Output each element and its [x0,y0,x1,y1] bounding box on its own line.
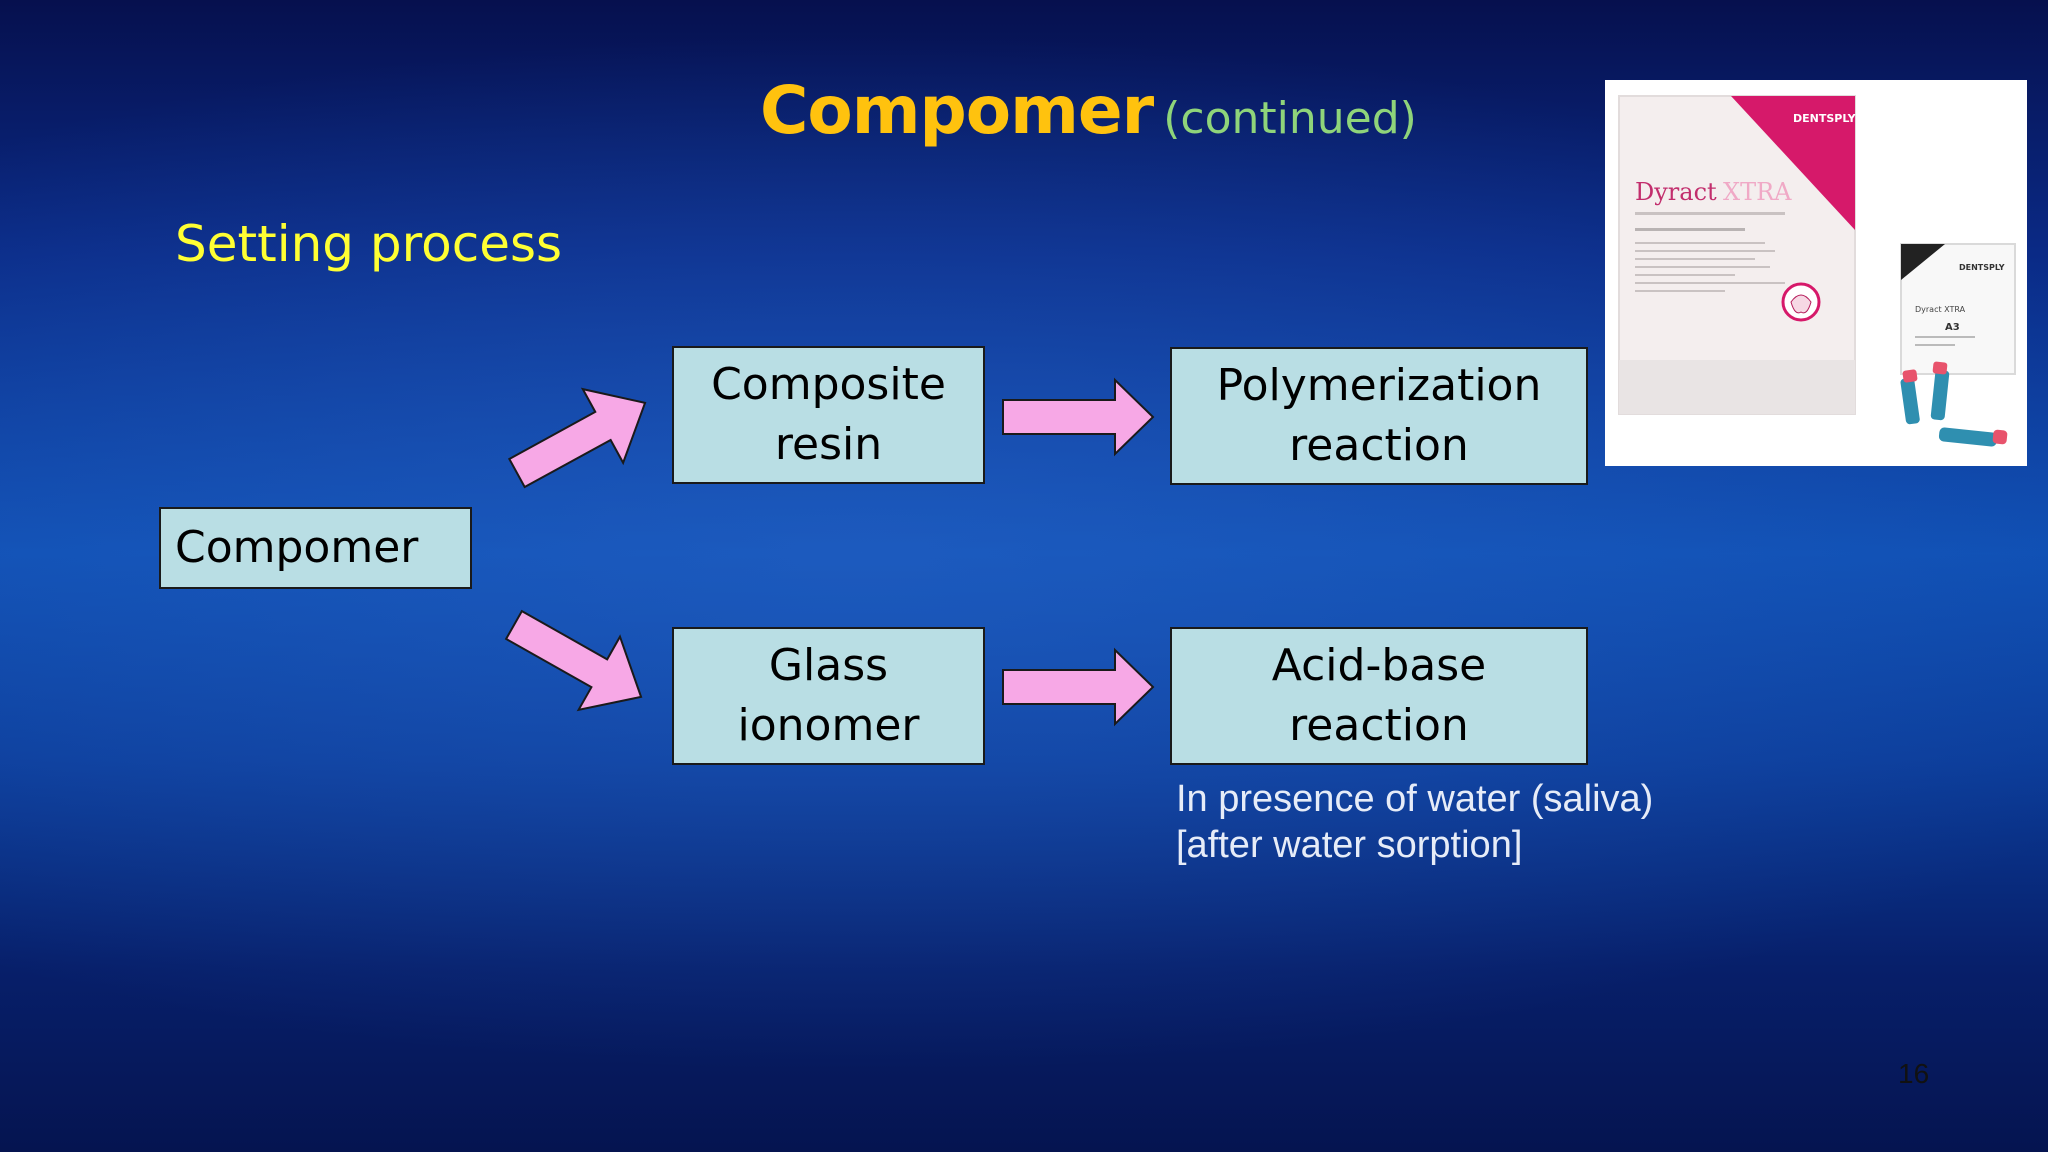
acid-base-box: Acid-base reaction [1170,627,1588,765]
polymerization-line2: reaction [1289,420,1469,471]
capsule-icons [1900,361,2008,447]
subtitle: Setting process [175,215,563,273]
product-photo: DENTSPLY Dyract XTRA DENTSPLY Dyract XTR… [1605,80,2027,466]
slide-title: Compomer(continued) [760,72,1417,149]
compomer-box: Compomer [159,507,472,589]
glass-ionomer-line1: Glass [768,640,889,691]
glass-ionomer-line2: ionomer [737,700,920,751]
arrow-to-glass-ionomer [504,609,643,712]
dyract-package-illustration: DENTSPLY Dyract XTRA DENTSPLY Dyract XTR… [1618,95,2016,447]
page-number: 16 [1898,1058,1930,1089]
svg-text:A3: A3 [1945,322,1960,333]
composite-resin-box: Composite resin [672,346,985,484]
acid-base-line2: reaction [1289,700,1469,751]
compomer-label: Compomer [175,522,419,573]
water-note: In presence of water (saliva) [after wat… [1176,776,1653,868]
svg-text:DENTSPLY: DENTSPLY [1793,112,1857,125]
polymerization-box: Polymerization reaction [1170,347,1588,485]
svg-text:Dyract XTRA: Dyract XTRA [1915,305,1966,314]
svg-text:XTRA: XTRA [1723,178,1792,206]
composite-resin-line2: resin [774,419,883,470]
arrow-to-composite [507,387,647,489]
arrow-to-polymerization [1002,377,1155,457]
water-note-line2: [after water sorption] [1176,824,1523,866]
glass-ionomer-box: Glass ionomer [672,627,985,765]
composite-resin-line1: Composite [711,359,946,410]
water-note-line1: In presence of water (saliva) [1176,778,1654,820]
svg-text:DENTSPLY: DENTSPLY [1959,263,2005,272]
acid-base-line1: Acid-base [1271,640,1487,691]
title-suffix: (continued) [1163,93,1417,144]
arrow-to-acid-base [1002,647,1155,727]
brand-label: Dyract [1635,178,1717,206]
polymerization-line1: Polymerization [1216,360,1542,411]
title-main: Compomer [760,72,1154,149]
